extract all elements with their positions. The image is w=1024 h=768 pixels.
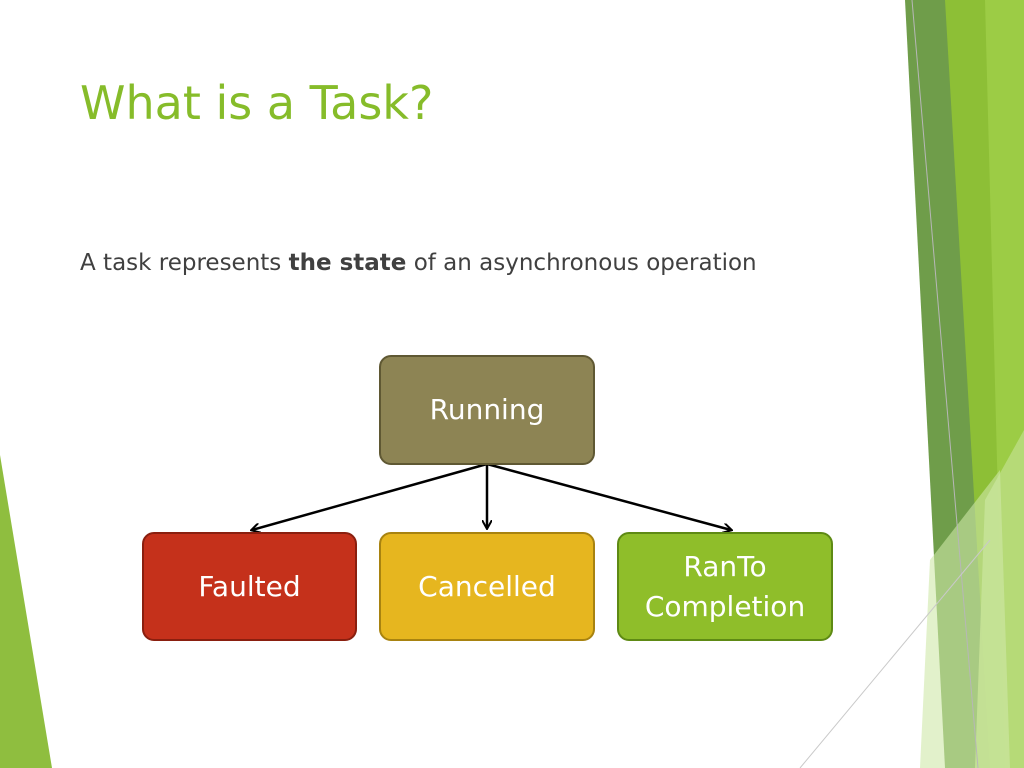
subtitle-text-before: A task represents (80, 250, 289, 276)
node-rantocompletion: RanTo Completion (617, 532, 833, 641)
subtitle-text-after: of an asynchronous operation (406, 250, 757, 276)
subtitle-text-bold: the state (288, 250, 407, 276)
node-cancelled: Cancelled (379, 532, 595, 641)
slide-subtitle: A task represents the state of an asynch… (80, 250, 757, 276)
slide-title: What is a Task? (80, 76, 434, 130)
node-running: Running (379, 355, 595, 465)
node-faulted: Faulted (142, 532, 357, 641)
